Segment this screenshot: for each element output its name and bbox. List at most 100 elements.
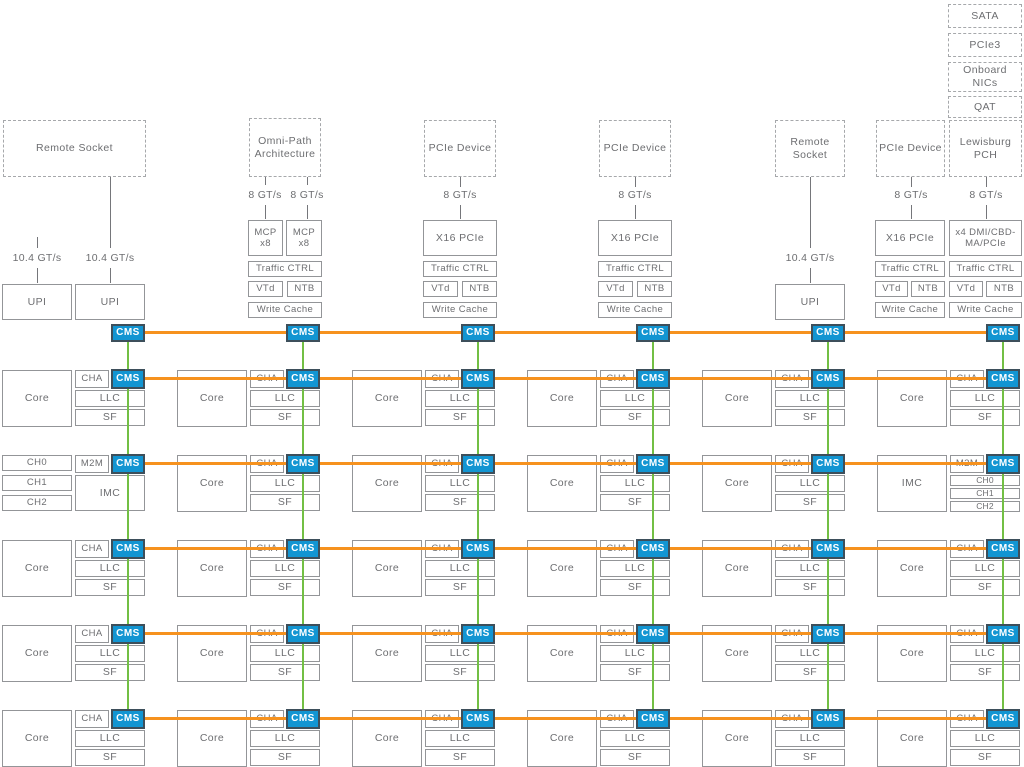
cms-box: CMS xyxy=(636,624,670,644)
llc-box: LLC xyxy=(600,730,670,747)
ch0-box: CH0 xyxy=(2,455,72,471)
sata-box: SATA xyxy=(948,4,1022,28)
sf-box: SF xyxy=(75,749,145,766)
pcie-speed-label: 8 GT/s xyxy=(894,189,928,201)
sf-box: SF xyxy=(950,579,1020,596)
sf-box: SF xyxy=(600,494,670,511)
sf-box: SF xyxy=(250,664,320,681)
llc-box: LLC xyxy=(950,560,1020,577)
cms-box: CMS xyxy=(636,539,670,559)
upi-box: UPI xyxy=(75,284,145,320)
llc-box: LLC xyxy=(600,645,670,662)
mesh-vertical-line xyxy=(302,333,304,719)
mesh-vertical-line xyxy=(1002,333,1004,719)
cms-router-box: CMS xyxy=(811,324,845,342)
ch1-box: CH1 xyxy=(950,488,1020,499)
write-cache-box: Write Cache xyxy=(875,302,945,318)
remote-socket-box: Remote Socket xyxy=(3,120,146,177)
upi-box: UPI xyxy=(775,284,845,320)
llc-box: LLC xyxy=(425,560,495,577)
cms-box: CMS xyxy=(986,624,1020,644)
llc-box: LLC xyxy=(75,390,145,407)
mesh-horizontal-line xyxy=(128,462,1003,465)
vtd-box: VTd xyxy=(423,281,458,297)
cms-box: CMS xyxy=(461,709,495,729)
sf-box: SF xyxy=(75,664,145,681)
traffic-ctrl-box: Traffic CTRL xyxy=(248,261,322,277)
connector-line xyxy=(110,177,111,248)
cms-box: CMS xyxy=(286,624,320,644)
cms-box: CMS xyxy=(636,369,670,389)
cha-box: CHA xyxy=(75,710,109,728)
cms-box: CMS xyxy=(986,539,1020,559)
sf-box: SF xyxy=(250,749,320,766)
cms-router-box: CMS xyxy=(461,324,495,342)
cms-box: CMS xyxy=(461,539,495,559)
connector-line xyxy=(37,237,38,248)
llc-box: LLC xyxy=(425,730,495,747)
upi-box: UPI xyxy=(2,284,72,320)
sf-box: SF xyxy=(775,409,845,426)
cms-box: CMS xyxy=(986,454,1020,474)
x16-pcie-box: X16 PCIe xyxy=(598,220,672,256)
ntb-box: NTB xyxy=(986,281,1022,297)
llc-box: LLC xyxy=(425,390,495,407)
ntb-box: NTB xyxy=(911,281,945,297)
sf-box: SF xyxy=(425,409,495,426)
sf-box: SF xyxy=(600,664,670,681)
llc-box: LLC xyxy=(75,560,145,577)
cms-box: CMS xyxy=(461,454,495,474)
llc-box: LLC xyxy=(75,730,145,747)
connector-line xyxy=(635,205,636,219)
connector-line xyxy=(265,177,266,185)
connector-line xyxy=(110,268,111,283)
cms-box: CMS xyxy=(811,369,845,389)
cms-box: CMS xyxy=(461,369,495,389)
mesh-horizontal-line xyxy=(128,632,1003,635)
write-cache-box: Write Cache xyxy=(598,302,672,318)
cms-box: CMS xyxy=(986,369,1020,389)
sf-box: SF xyxy=(950,664,1020,681)
vtd-box: VTd xyxy=(949,281,983,297)
sf-box: SF xyxy=(75,579,145,596)
llc-box: LLC xyxy=(250,560,320,577)
traffic-ctrl-box: Traffic CTRL xyxy=(875,261,945,277)
vtd-box: VTd xyxy=(598,281,633,297)
sf-box: SF xyxy=(600,579,670,596)
core-box: Core xyxy=(2,540,72,597)
mesh-vertical-line xyxy=(827,333,829,719)
mesh-horizontal-line xyxy=(128,331,1003,334)
pcie-device-box: PCIe Device xyxy=(424,120,496,177)
cms-box: CMS xyxy=(286,709,320,729)
llc-box: LLC xyxy=(600,560,670,577)
x16-pcie-box: X16 PCIe xyxy=(875,220,945,256)
lewisburg-pch-box: Lewisburg PCH xyxy=(949,120,1022,177)
sf-box: SF xyxy=(775,664,845,681)
pcie3-box: PCIe3 xyxy=(948,33,1022,57)
llc-box: LLC xyxy=(600,475,670,492)
llc-box: LLC xyxy=(600,390,670,407)
pcie-speed-label: 8 GT/s xyxy=(618,189,652,201)
sf-box: SF xyxy=(775,494,845,511)
cms-box: CMS xyxy=(111,369,145,389)
sf-box: SF xyxy=(425,749,495,766)
onboard-nics-box: Onboard NICs xyxy=(948,62,1022,92)
qat-box: QAT xyxy=(948,96,1022,118)
pcie-speed-label: 8 GT/s xyxy=(290,189,324,201)
cms-box: CMS xyxy=(111,454,145,474)
cms-router-box: CMS xyxy=(111,324,145,342)
write-cache-box: Write Cache xyxy=(423,302,497,318)
connector-line xyxy=(307,205,308,219)
llc-box: LLC xyxy=(775,560,845,577)
connector-line xyxy=(911,205,912,219)
connector-line xyxy=(986,177,987,187)
mcp-box: MCP x8 xyxy=(248,220,283,256)
vtd-box: VTd xyxy=(875,281,908,297)
cms-box: CMS xyxy=(286,454,320,474)
sf-box: SF xyxy=(425,664,495,681)
traffic-ctrl-box: Traffic CTRL xyxy=(423,261,497,277)
cms-box: CMS xyxy=(811,539,845,559)
remote-socket-box: Remote Socket xyxy=(775,120,845,177)
connector-line xyxy=(37,268,38,283)
